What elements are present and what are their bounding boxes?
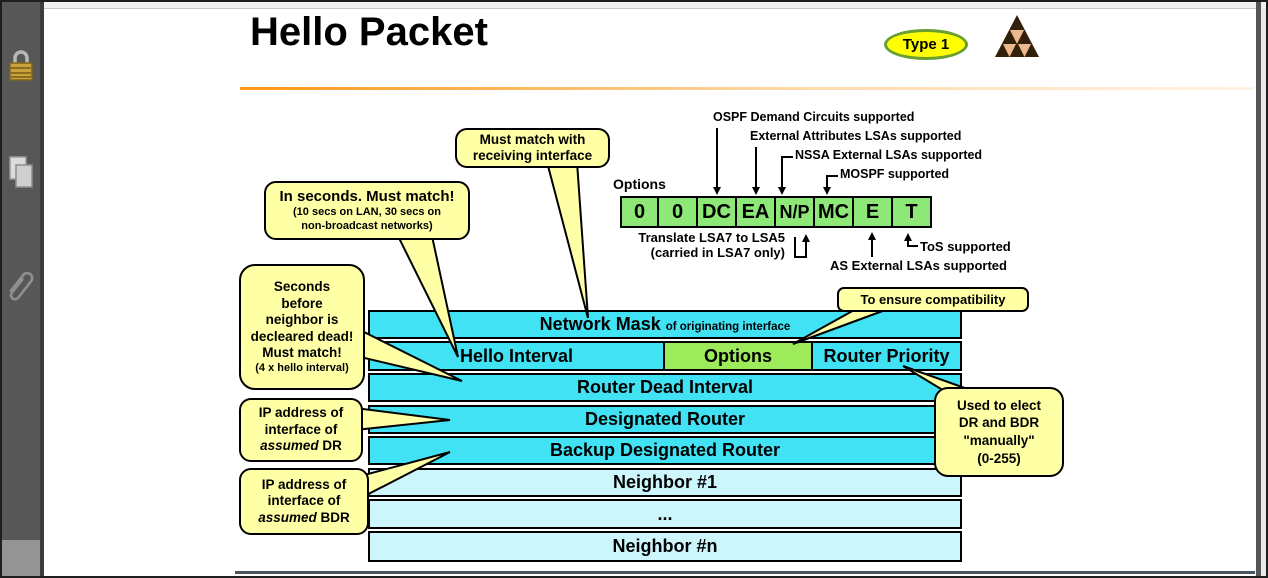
- viewer-sidebar: [0, 2, 40, 576]
- callout-in-seconds: In seconds. Must match! (10 secs on LAN,…: [264, 181, 470, 240]
- row-router-dead-interval: Router Dead Interval: [368, 373, 962, 402]
- cell-options: Options: [665, 341, 811, 371]
- network-mask-text: Network Mask: [539, 314, 661, 334]
- callout-assumed-dr: IP address of interface of assumed DR: [239, 398, 363, 462]
- page-right-edge: [1256, 2, 1261, 576]
- bit-cell: DC: [698, 196, 737, 228]
- label-translate-lsa7-1: Translate LSA7 to LSA5: [638, 230, 785, 245]
- callout-elect-dr-bdr: Used to elect DR and BDR "manually" (0-2…: [934, 387, 1064, 477]
- triangle-logo: [993, 13, 1041, 64]
- callout-must-match-receiving: Must match with receiving interface: [455, 128, 610, 168]
- row-network-mask: Network Mask of originating interface: [368, 310, 962, 339]
- bit-cell: MC: [815, 196, 854, 228]
- bit-cell: T: [893, 196, 932, 228]
- type-badge: Type 1: [884, 29, 968, 60]
- title-rule: [240, 87, 1254, 90]
- callout-dead-interval: Seconds before neighbor is decleared dea…: [239, 264, 365, 390]
- bit-cell: 0: [659, 196, 698, 228]
- paperclip-icon[interactable]: [7, 264, 35, 304]
- label-external-attributes: External Attributes LSAs supported: [750, 129, 962, 143]
- page-top-margin: [44, 2, 1266, 8]
- label-translate-lsa7-2: (carried in LSA7 only): [650, 245, 785, 260]
- row-neighbor-n: Neighbor #n: [368, 531, 962, 562]
- slide-title: Hello Packet: [250, 10, 488, 54]
- label-nssa-external: NSSA External LSAs supported: [795, 148, 983, 162]
- sidebar-divider: [40, 2, 44, 576]
- bit-cell: E: [854, 196, 893, 228]
- copy-pages-icon[interactable]: [7, 154, 35, 194]
- lock-icon[interactable]: [7, 46, 35, 86]
- bit-cell: 0: [620, 196, 659, 228]
- cell-hello-interval: Hello Interval: [368, 341, 665, 371]
- callout-assumed-bdr: IP address of interface of assumed BDR: [239, 468, 369, 535]
- callout-ensure-compatibility: To ensure compatibility: [837, 287, 1029, 312]
- label-ospf-demand: OSPF Demand Circuits supported: [713, 110, 915, 124]
- options-label: Options: [613, 176, 666, 192]
- label-tos: ToS supported: [920, 239, 1011, 254]
- bit-cell: N/P: [776, 196, 815, 228]
- label-as-external: AS External LSAs supported: [830, 258, 1007, 273]
- row-hello-options-priority: Hello Interval Options Router Priority: [368, 341, 962, 371]
- network-mask-subtext: of originating interface: [665, 320, 791, 333]
- row-ellipsis: ...: [368, 499, 962, 529]
- row-backup-designated-router: Backup Designated Router: [368, 436, 962, 465]
- sidebar-bottom-panel: [0, 540, 40, 576]
- cell-router-priority: Router Priority: [811, 341, 962, 371]
- options-bit-row: 0 0 DC EA N/P MC E T: [620, 196, 932, 228]
- slide-footer-rule: [235, 571, 1255, 574]
- row-designated-router: Designated Router: [368, 405, 962, 434]
- row-neighbor-1: Neighbor #1: [368, 468, 962, 497]
- bit-cell: EA: [737, 196, 776, 228]
- label-mospf: MOSPF supported: [840, 167, 950, 181]
